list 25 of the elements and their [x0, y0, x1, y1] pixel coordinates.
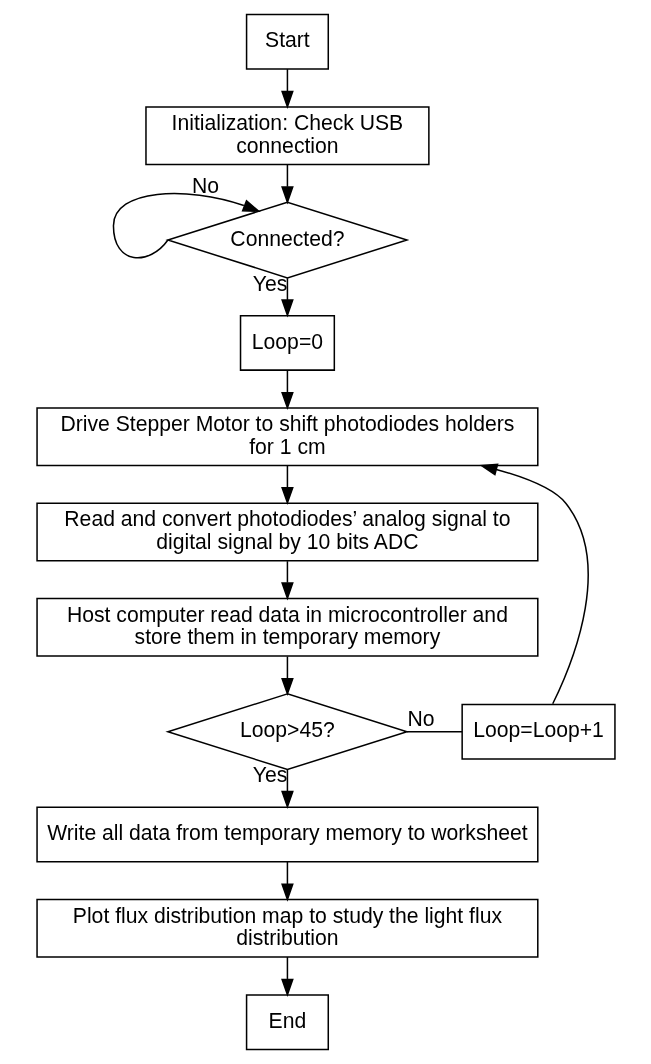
node-box: Drive Stepper Motor to shift photodiodes holders for 1 cm — [35, 407, 539, 467]
arrow — [280, 164, 294, 205]
arrow — [280, 655, 294, 697]
arrow — [280, 861, 294, 902]
arrow — [112, 192, 261, 259]
arrow — [280, 277, 294, 318]
arrow — [280, 369, 294, 411]
arrow — [280, 68, 294, 109]
node-box: Start — [245, 13, 329, 70]
arrow — [478, 463, 589, 705]
edge-label: No — [191, 173, 219, 197]
node-box: Plot flux distribution map to study the light flux distribution — [35, 898, 539, 958]
node-box: Initialization: Check USB connection — [144, 106, 430, 166]
arrow — [280, 769, 294, 810]
arrow — [280, 465, 294, 506]
node-box: Loop=Loop+1 — [460, 703, 616, 760]
node-box: End — [245, 994, 329, 1051]
arrow — [280, 956, 294, 997]
edge-label: No — [406, 706, 434, 730]
connector — [405, 730, 463, 733]
node-box: Host computer read data in microcontroller and store them in temporary memory — [35, 597, 539, 657]
arrow — [280, 560, 294, 601]
node-box: Loop=0 — [239, 314, 335, 371]
node-box: Write all data from temporary memory to worksheet — [35, 806, 539, 863]
node-box: Read and convert photodiodes’ analog signal to digital signal by 10 bits ADC — [35, 502, 539, 562]
